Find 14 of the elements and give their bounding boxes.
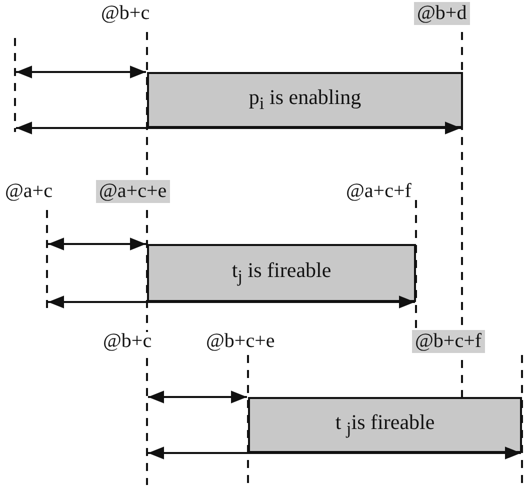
time-label: @b+d	[414, 2, 470, 25]
time-label: @b+c+f	[412, 330, 485, 353]
interval-bar	[147, 244, 416, 302]
interval-bar	[248, 397, 522, 453]
bar-label: p$_{i}$ is enabling	[248, 85, 362, 115]
time-label: @a+c+e	[96, 180, 170, 203]
bar-label: t $_{j}$is fireable	[335, 410, 435, 440]
interval-bar	[147, 72, 463, 128]
time-label: @a+c	[4, 180, 54, 203]
time-label: @a+c+f	[345, 180, 412, 203]
time-label: @b+c+e	[205, 330, 276, 353]
bar-label: t$_{j}$ is fireable	[232, 258, 332, 288]
time-label: @b+c	[102, 330, 153, 353]
time-label: @b+c	[100, 2, 151, 25]
